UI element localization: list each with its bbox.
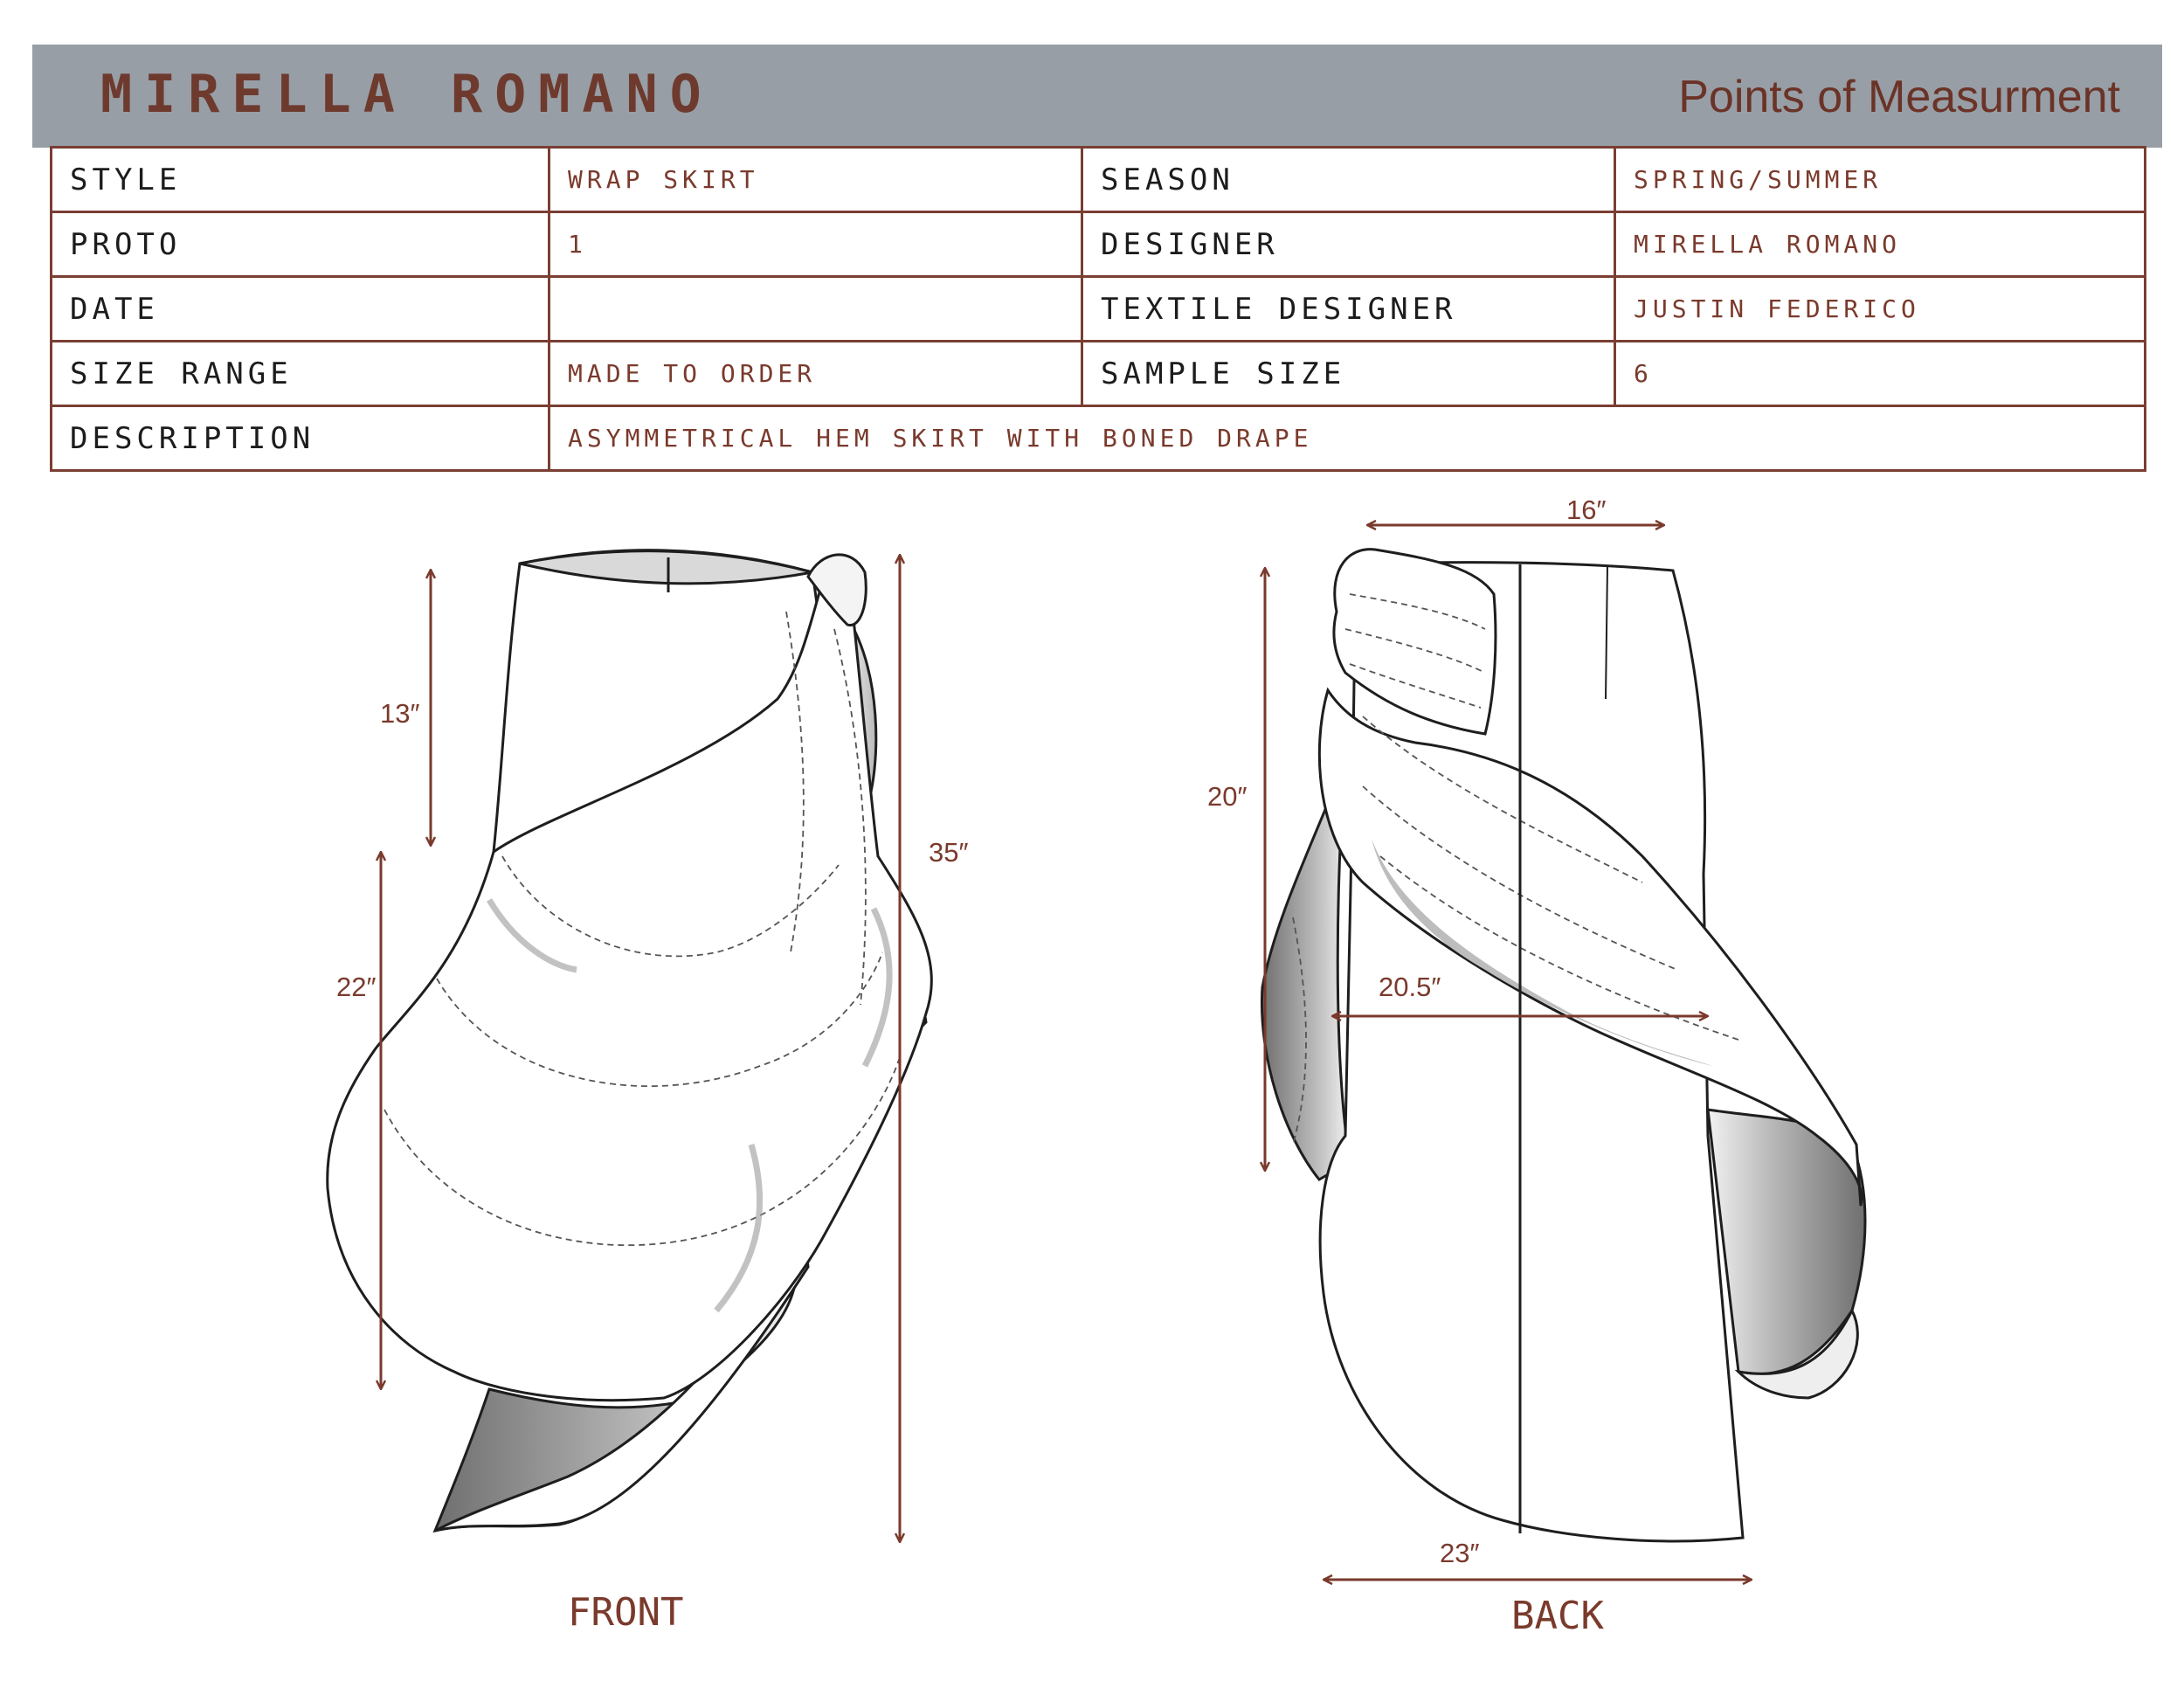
brand-name: MIRELLA ROMANO — [100, 64, 714, 125]
back-dim-20-5: 20.5″ — [1379, 972, 1441, 1002]
date-value — [548, 275, 1083, 342]
sample-size-label: SAMPLE SIZE — [1081, 340, 1616, 407]
document-title: Points of Measurment — [1678, 72, 2120, 122]
back-view-label: BACK — [1511, 1594, 1604, 1638]
season-value: SPRING/SUMMER — [1614, 146, 2146, 213]
description-value: ASYMMETRICAL HEM SKIRT WITH BONED DRAPE — [548, 405, 2146, 472]
sample-size-value: 6 — [1614, 340, 2146, 407]
back-dim-23: 23″ — [1440, 1538, 1479, 1568]
proto-label: PROTO — [50, 211, 550, 278]
front-view-label: FRONT — [568, 1590, 683, 1635]
front-skirt-sketch — [326, 549, 933, 1533]
front-dimensions — [381, 555, 900, 1542]
header-bar: MIRELLA ROMANO Points of Measurment — [32, 45, 2162, 148]
proto-value: 1 — [548, 211, 1083, 278]
designer-value: MIRELLA ROMANO — [1614, 211, 2146, 278]
size-range-label: SIZE RANGE — [50, 340, 550, 407]
spec-row: STYLE WRAP SKIRT SEASON SPRING/SUMMER — [50, 146, 2146, 213]
front-dim-35: 35″ — [929, 837, 968, 868]
date-label: DATE — [50, 275, 550, 342]
style-label: STYLE — [50, 146, 550, 213]
style-value: WRAP SKIRT — [548, 146, 1083, 213]
spec-row: SIZE RANGE MADE TO ORDER SAMPLE SIZE 6 — [50, 340, 2146, 407]
back-dim-20: 20″ — [1207, 781, 1247, 812]
front-dim-13: 13″ — [380, 698, 419, 729]
spec-row: DESCRIPTION ASYMMETRICAL HEM SKIRT WITH … — [50, 405, 2146, 472]
designer-label: DESIGNER — [1081, 211, 1616, 278]
back-dim-16: 16″ — [1566, 495, 1606, 525]
description-label: DESCRIPTION — [50, 405, 550, 472]
back-dimensions — [1265, 525, 1752, 1580]
spec-row: PROTO 1 DESIGNER MIRELLA ROMANO — [50, 211, 2146, 278]
season-label: SEASON — [1081, 146, 1616, 213]
textile-designer-label: TEXTILE DESIGNER — [1081, 275, 1616, 342]
spec-row: DATE TEXTILE DESIGNER JUSTIN FEDERICO — [50, 275, 2146, 342]
size-range-value: MADE TO ORDER — [548, 340, 1083, 407]
back-skirt-sketch — [1260, 548, 1867, 1543]
textile-designer-value: JUSTIN FEDERICO — [1614, 275, 2146, 342]
spec-table: STYLE WRAP SKIRT SEASON SPRING/SUMMER PR… — [50, 146, 2146, 472]
front-dim-22: 22″ — [336, 972, 376, 1002]
